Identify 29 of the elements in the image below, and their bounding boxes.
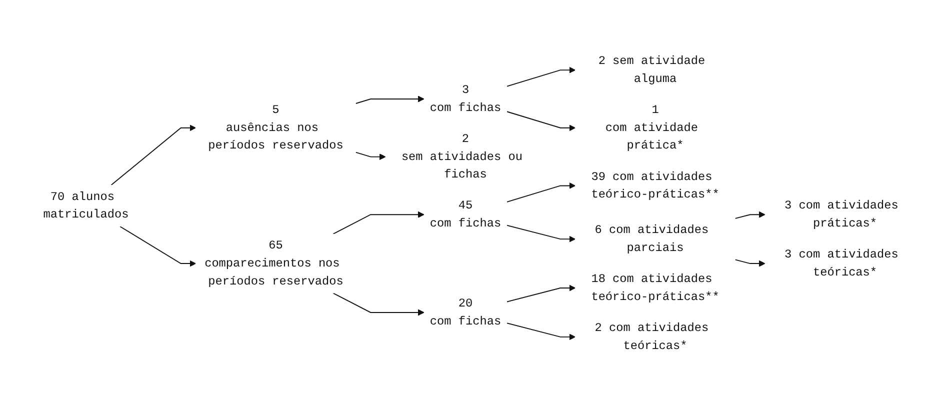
- arrow: [332, 211, 424, 234]
- node-text: 3 com fichas: [430, 83, 502, 115]
- arrow: [355, 152, 386, 160]
- arrow: [734, 211, 766, 219]
- arrow: [110, 124, 196, 186]
- node-text: 3 com atividades teóricas*: [784, 248, 898, 280]
- arrow: [120, 226, 196, 267]
- node-text: 3 com atividades práticas*: [784, 199, 898, 230]
- arrow: [355, 96, 424, 104]
- node-text: 70 alunos matriculados: [43, 190, 129, 222]
- node-text: 20 com fichas: [430, 296, 502, 328]
- node-text: 5 ausências nos períodos reservados: [208, 103, 344, 152]
- node-text: 2 sem atividades ou fichas: [401, 132, 522, 182]
- node-text: 45 com fichas: [430, 199, 502, 230]
- arrow: [506, 182, 576, 202]
- arrow: [506, 224, 576, 242]
- node-text: 18 com atividades teórico-práticas**: [591, 272, 720, 304]
- node-text: 6 com atividades parciais: [594, 224, 709, 255]
- arrow: [734, 259, 766, 267]
- arrow: [506, 66, 576, 87]
- node-text: 2 com atividades teóricas*: [594, 321, 709, 352]
- node-text: 65 comparecimentos nos períodos reservados: [204, 239, 344, 288]
- arrow: [506, 322, 576, 340]
- node-text: 2 sem atividade alguma: [598, 54, 706, 86]
- arrow: [506, 284, 576, 302]
- node-text: 1 com atividade prática*: [605, 103, 698, 152]
- node-text: 39 com atividades teórico-práticas**: [591, 170, 720, 202]
- arrow: [506, 111, 576, 132]
- arrow: [332, 292, 424, 316]
